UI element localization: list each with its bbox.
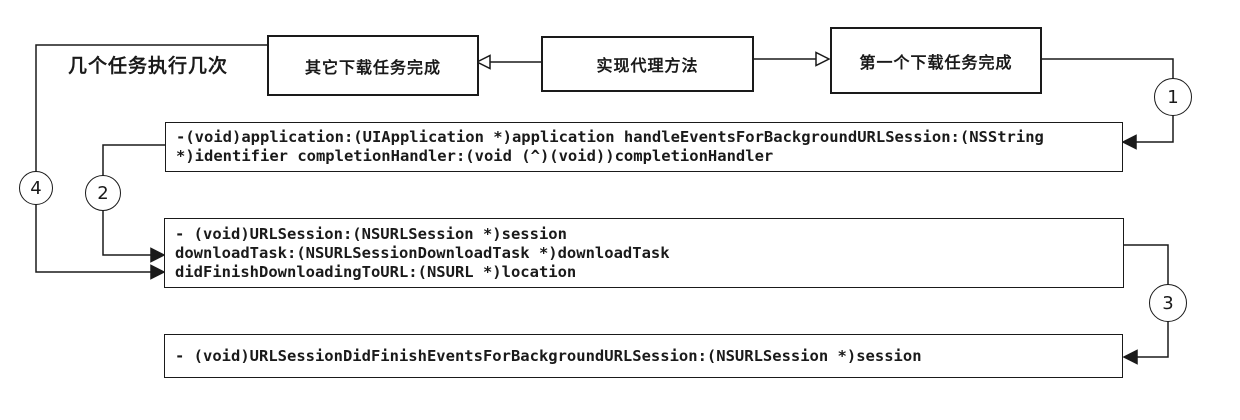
code-handle-events-text: -(void)application:(UIApplication *)appl…	[176, 128, 1044, 165]
code-box-handle-events: -(void)application:(UIApplication *)appl…	[165, 122, 1123, 172]
flow-box-other-tasks-label: 其它下载任务完成	[304, 57, 441, 77]
step-circle-3: 3	[1149, 284, 1187, 322]
hollow-arrowhead-left-icon	[475, 54, 491, 70]
step-circle-1: 1	[1154, 78, 1192, 116]
filled-arrowhead-into-background-finish-icon	[1122, 349, 1138, 365]
filled-arrowhead-into-download-finish-line2-icon	[150, 247, 166, 263]
filled-arrowhead-into-handle-events-icon	[1121, 134, 1137, 150]
code-download-finish-text: - (void)URLSession:(NSURLSession *)sessi…	[175, 224, 670, 281]
step-circle-4: 4	[19, 171, 53, 205]
code-background-finish-text: - (void)URLSessionDidFinishEventsForBack…	[175, 346, 922, 365]
flow-box-other-tasks: 其它下载任务完成	[267, 35, 479, 96]
connector-other-tasks-to-download-finish	[35, 44, 267, 273]
step-circle-2: 2	[85, 175, 121, 211]
flow-box-first-task: 第一个下载任务完成	[830, 27, 1042, 94]
hollow-arrowhead-right-icon	[815, 51, 831, 67]
flow-box-first-task-label: 第一个下载任务完成	[859, 52, 1013, 72]
code-box-download-finish: - (void)URLSession:(NSURLSession *)sessi…	[164, 218, 1124, 288]
code-box-background-finish: - (void)URLSessionDidFinishEventsForBack…	[164, 334, 1123, 378]
filled-arrowhead-into-download-finish-line3-icon	[150, 264, 166, 280]
flow-box-delegate-method: 实现代理方法	[541, 36, 754, 92]
flow-box-delegate-method-label: 实现代理方法	[596, 56, 699, 75]
top-label: 几个任务执行几次	[68, 55, 229, 77]
